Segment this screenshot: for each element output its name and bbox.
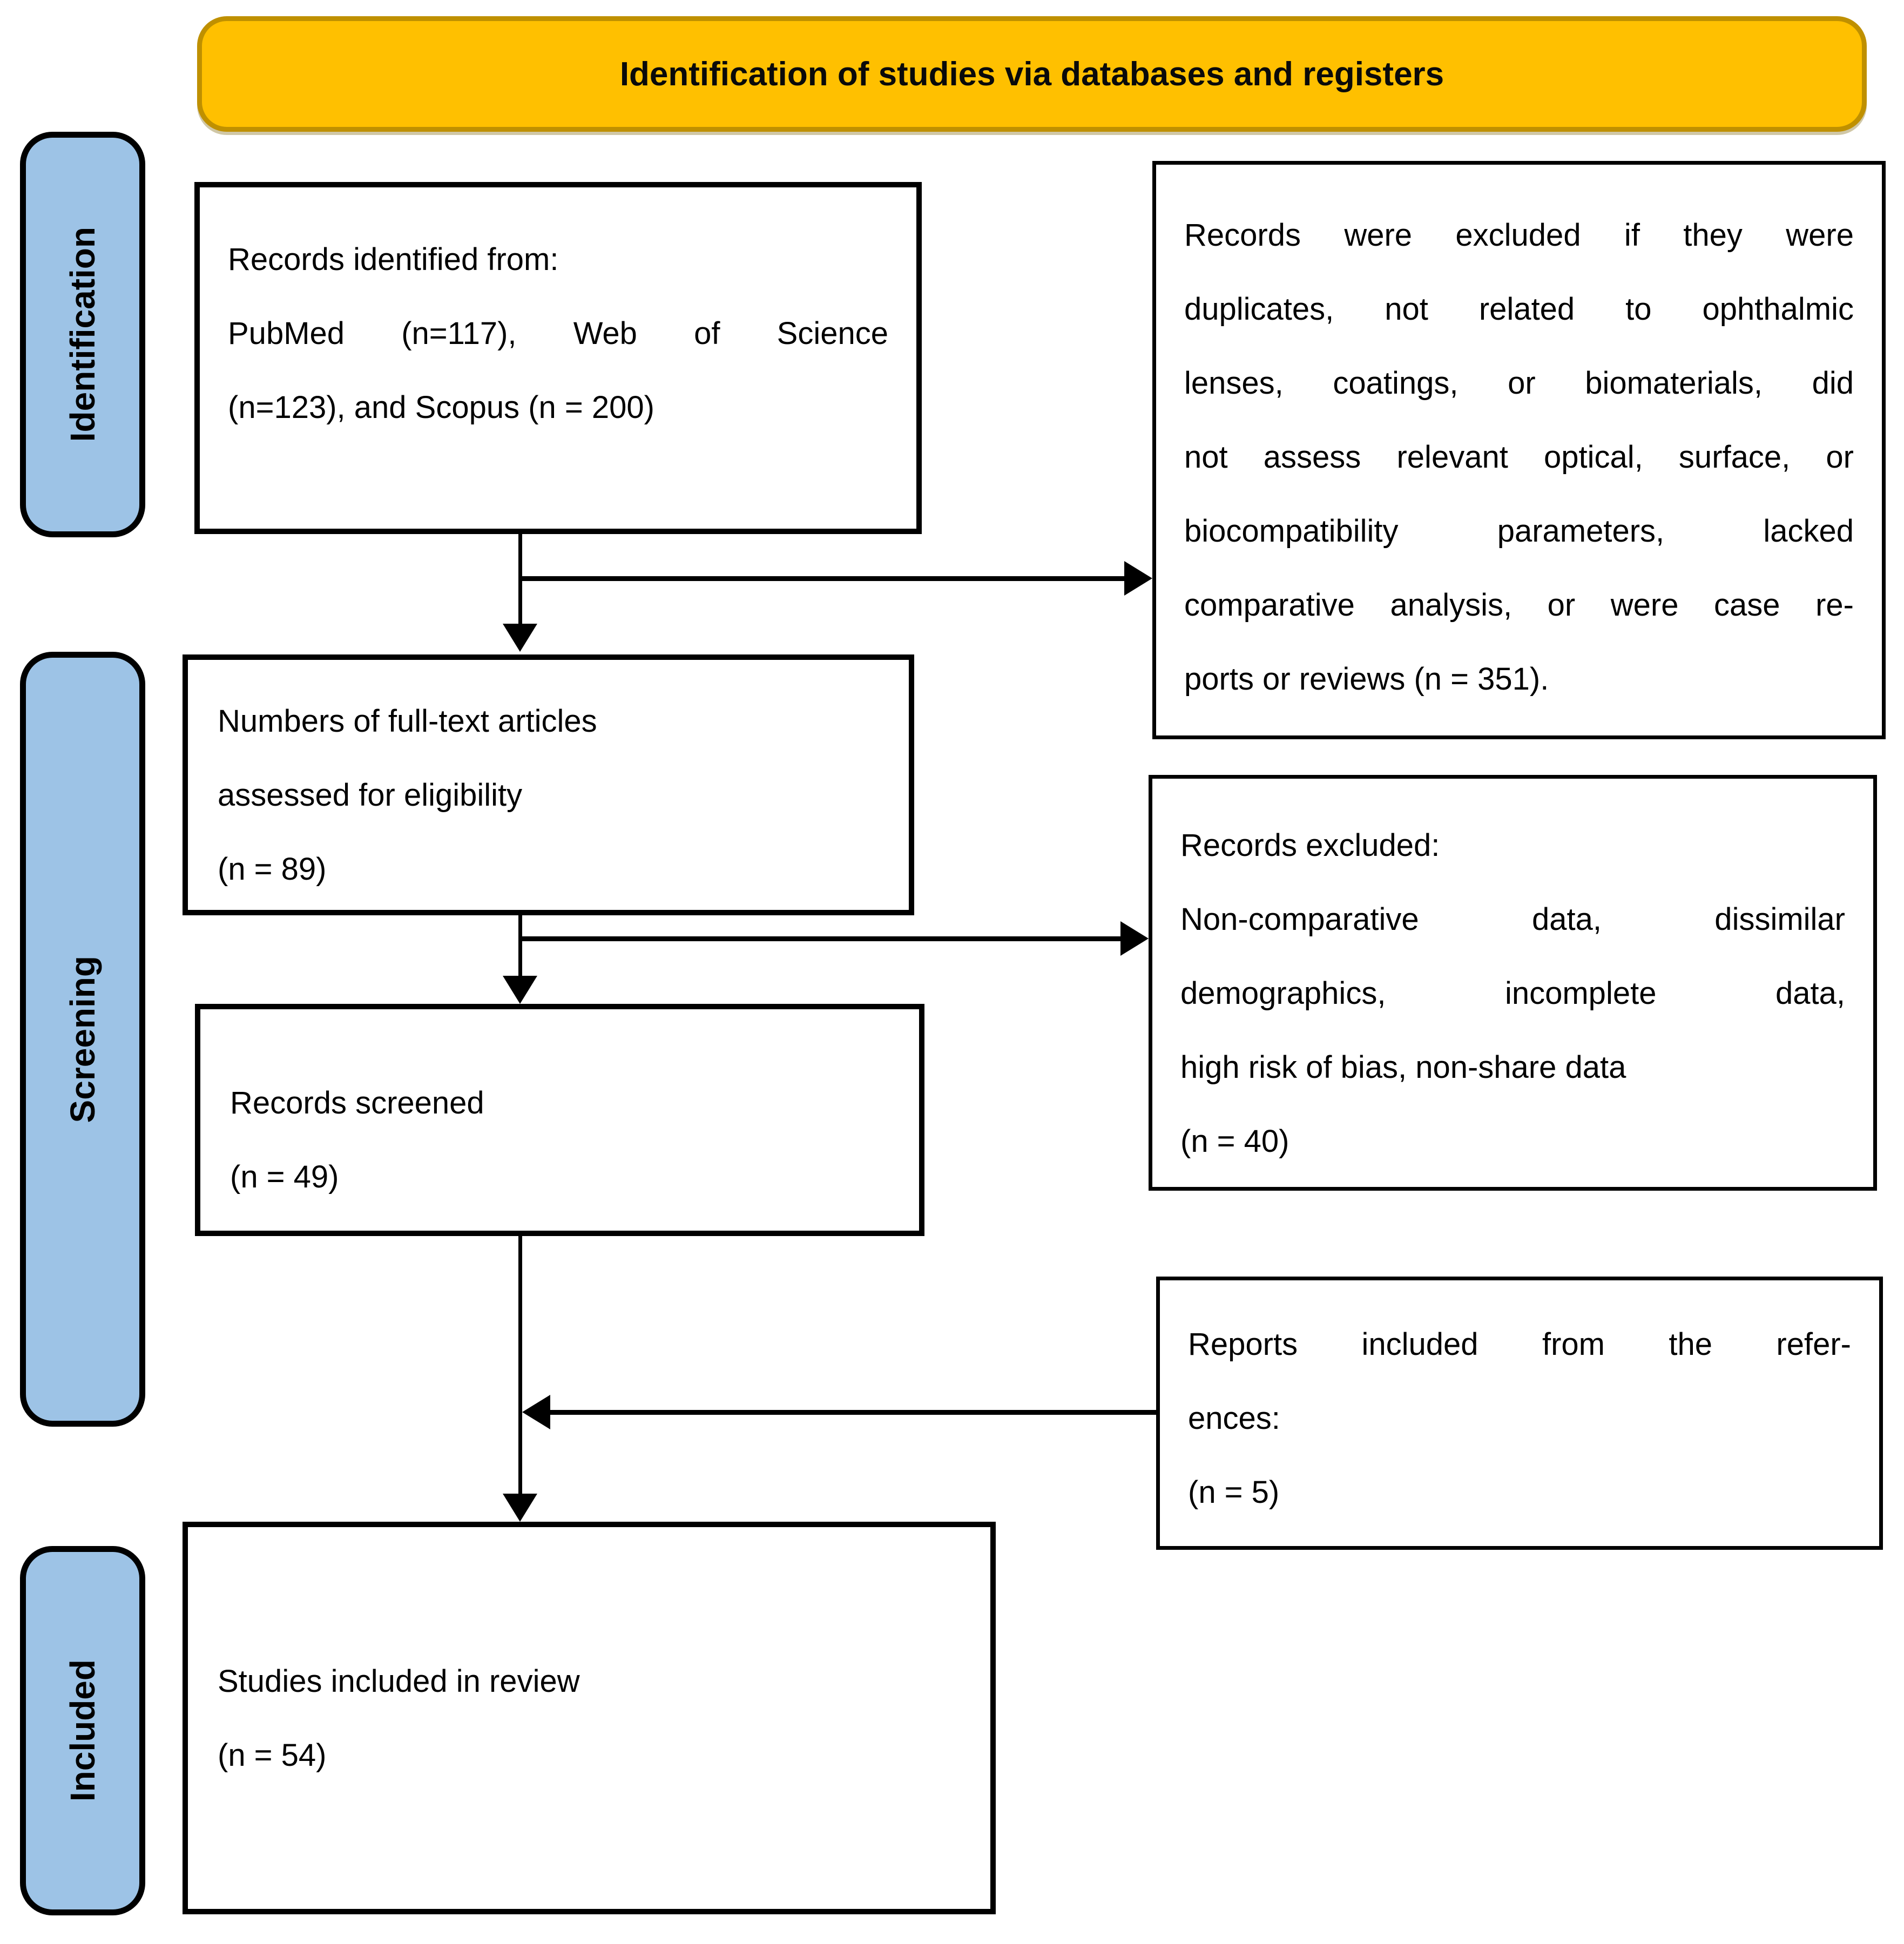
text-line: (n = 40): [1180, 1124, 1289, 1159]
text-line: Numbers of full-text articles: [218, 704, 597, 739]
arrow-shaft-screened-to-included: [518, 1236, 522, 1501]
text-line: Non-comparative data, dissimilar: [1180, 902, 1845, 937]
text-line: ports or reviews (n = 351).: [1184, 662, 1549, 697]
box-fulltext-assessed: Numbers of full-text articles assessed f…: [183, 654, 914, 915]
box-exclusion-criteria: Records were excluded if they were dupli…: [1152, 161, 1886, 739]
arrowhead-right-to-records-excluded: [1120, 921, 1149, 956]
text-line: ences:: [1188, 1401, 1280, 1436]
banner-identification-of-studies: Identification of studies via databases …: [197, 16, 1867, 132]
text-line: lenses, coatings, or biomaterials, did: [1184, 366, 1854, 401]
arrowhead-right-to-exclusion-criteria: [1124, 561, 1152, 596]
box-records-screened: Records screened (n = 49): [195, 1004, 924, 1236]
text-line: (n=123), and Scopus (n = 200): [228, 390, 654, 425]
arrow-shaft-fulltext-to-screened: [518, 915, 522, 980]
arrowhead-down-to-screened: [503, 976, 537, 1004]
text-line: (n = 89): [218, 852, 327, 887]
box-records-identified: Records identified from: PubMed (n=117),…: [194, 182, 922, 534]
stage-label-identification: Identification: [63, 227, 102, 442]
text-line: (n = 49): [230, 1159, 339, 1194]
text-line: (n = 54): [218, 1737, 327, 1773]
stage-label-included: Included: [63, 1659, 102, 1802]
text-line: demographics, incomplete data,: [1180, 976, 1845, 1011]
arrowhead-down-to-included: [503, 1494, 537, 1522]
text-line: duplicates, not related to ophthalmic: [1184, 292, 1854, 327]
banner-title: Identification of studies via databases …: [619, 55, 1444, 93]
stage-tab-included: Included: [20, 1546, 145, 1915]
text-line: Studies included in review: [218, 1663, 580, 1699]
text-line: Records excluded:: [1180, 828, 1440, 863]
arrowhead-down-to-fulltext: [503, 624, 537, 652]
arrow-shaft-to-records-excluded: [520, 936, 1124, 941]
arrow-shaft-identified-to-fulltext: [518, 534, 522, 631]
text-line: assessed for eligibility: [218, 778, 523, 813]
text-line: Reports included from the refer-: [1188, 1327, 1851, 1362]
text-line: Records identified from:: [228, 242, 559, 277]
text-line: comparative analysis, or were case re-: [1184, 588, 1854, 623]
arrowhead-left-from-references: [522, 1395, 550, 1429]
box-reports-from-references: Reports included from the refer- ences: …: [1156, 1277, 1883, 1550]
text-line: Records screened: [230, 1085, 484, 1120]
text-line: not assess relevant optical, surface, or: [1184, 440, 1854, 475]
box-records-excluded: Records excluded: Non-comparative data, …: [1149, 775, 1877, 1191]
arrow-shaft-to-exclusion-criteria: [520, 576, 1127, 581]
text-line: PubMed (n=117), Web of Science: [228, 316, 888, 351]
arrow-shaft-references-to-flow: [548, 1410, 1156, 1415]
text-line: biocompatibility parameters, lacked: [1184, 514, 1854, 549]
text-line: high risk of bias, non-share data: [1180, 1050, 1626, 1085]
text-line: (n = 5): [1188, 1475, 1280, 1510]
text-line: Records were excluded if they were: [1184, 218, 1854, 253]
stage-tab-identification: Identification: [20, 132, 145, 537]
stage-tab-screening: Screening: [20, 652, 145, 1427]
box-studies-included: Studies included in review (n = 54): [183, 1522, 996, 1914]
stage-label-screening: Screening: [63, 955, 102, 1123]
